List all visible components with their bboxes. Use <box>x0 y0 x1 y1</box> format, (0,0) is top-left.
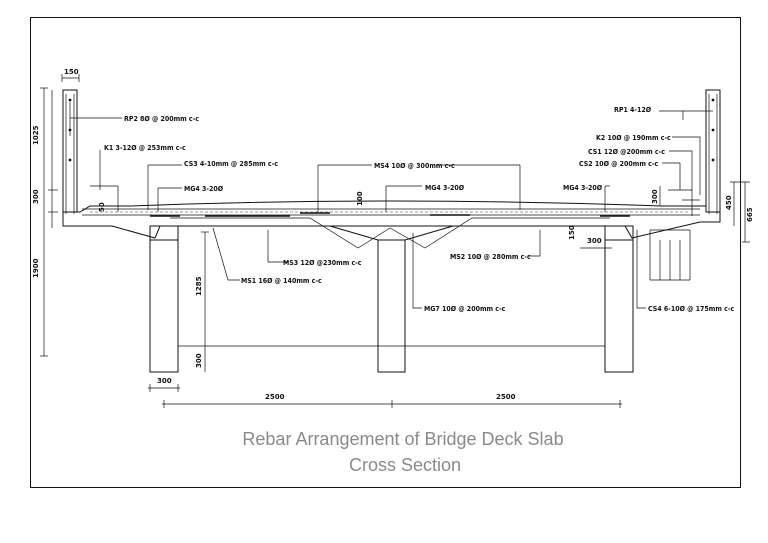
drawing-frame <box>30 17 741 488</box>
label-mg4-right: MG4 3-20Ø <box>563 184 603 192</box>
label-cs2: CS2 10Ø @ 200mm c-c <box>579 160 658 168</box>
girder-right <box>604 239 634 373</box>
dim-50: 50 <box>98 202 106 212</box>
dim-300-right: 300 <box>651 189 659 204</box>
dim-100: 100 <box>356 191 364 206</box>
label-ms4: MS4 10Ø @ 300mm c-c <box>374 162 455 170</box>
dim-300-right-b: 300 <box>587 237 602 245</box>
dim-1900: 1900 <box>32 258 40 278</box>
label-ms1: MS1 16Ø @ 140mm c-c <box>241 277 322 285</box>
rebar-lines <box>65 94 718 217</box>
dim-450: 450 <box>725 195 733 210</box>
dim-300-mid: 300 <box>195 353 203 368</box>
bottom-v-rebar <box>170 217 610 249</box>
label-rp2: RP2 8Ø @ 200mm c-c <box>124 115 199 123</box>
label-cs1: CS1 12Ø @200mm c-c <box>588 148 665 156</box>
dimension-labels: 150 1025 300 1900 50 100 1285 300 300 25… <box>32 68 754 401</box>
dim-1285: 1285 <box>195 276 203 296</box>
dim-300-left: 300 <box>32 189 40 204</box>
dim-300-col: 300 <box>157 377 172 385</box>
girder-center <box>377 239 406 373</box>
label-cs4: CS4 6-10Ø @ 175mm c-c <box>648 305 734 313</box>
label-rp1: RP1 4-12Ø <box>614 106 652 114</box>
label-k1: K1 3-12Ø @ 253mm c-c <box>104 144 186 152</box>
deck-structure <box>62 89 721 373</box>
label-mg4-left: MG4 3-20Ø <box>184 185 224 193</box>
caption-line-1: Rebar Arrangement of Bridge Deck Slab <box>242 429 563 449</box>
leader-lines <box>69 102 713 309</box>
dimension-lines <box>40 74 750 408</box>
label-ms3: MS3 12Ø @230mm c-c <box>283 259 362 267</box>
dim-2500-a: 2500 <box>265 393 285 401</box>
right-parapet <box>705 89 721 213</box>
label-k2: K2 10Ø @ 190mm c-c <box>596 134 671 142</box>
dim-1025: 1025 <box>32 125 40 145</box>
label-mg7: MG7 10Ø @ 200mm c-c <box>424 305 506 313</box>
center-haunch <box>329 225 454 241</box>
label-ms2: MS2 10Ø @ 280mm c-c <box>450 253 531 261</box>
deck-top-surface <box>77 200 706 213</box>
dim-665: 665 <box>746 207 754 222</box>
label-mg4-center: MG4 3-20Ø <box>425 184 465 192</box>
dim-150-top: 150 <box>64 68 79 76</box>
caption-line-2: Cross Section <box>349 455 461 475</box>
dim-150-right: 150 <box>568 225 576 240</box>
girder-left <box>149 239 179 373</box>
rebar-labels: RP2 8Ø @ 200mm c-c K1 3-12Ø @ 253mm c-c … <box>104 106 734 313</box>
dim-2500-b: 2500 <box>496 393 516 401</box>
label-cs3: CS3 4-10mm @ 285mm c-c <box>184 160 278 168</box>
